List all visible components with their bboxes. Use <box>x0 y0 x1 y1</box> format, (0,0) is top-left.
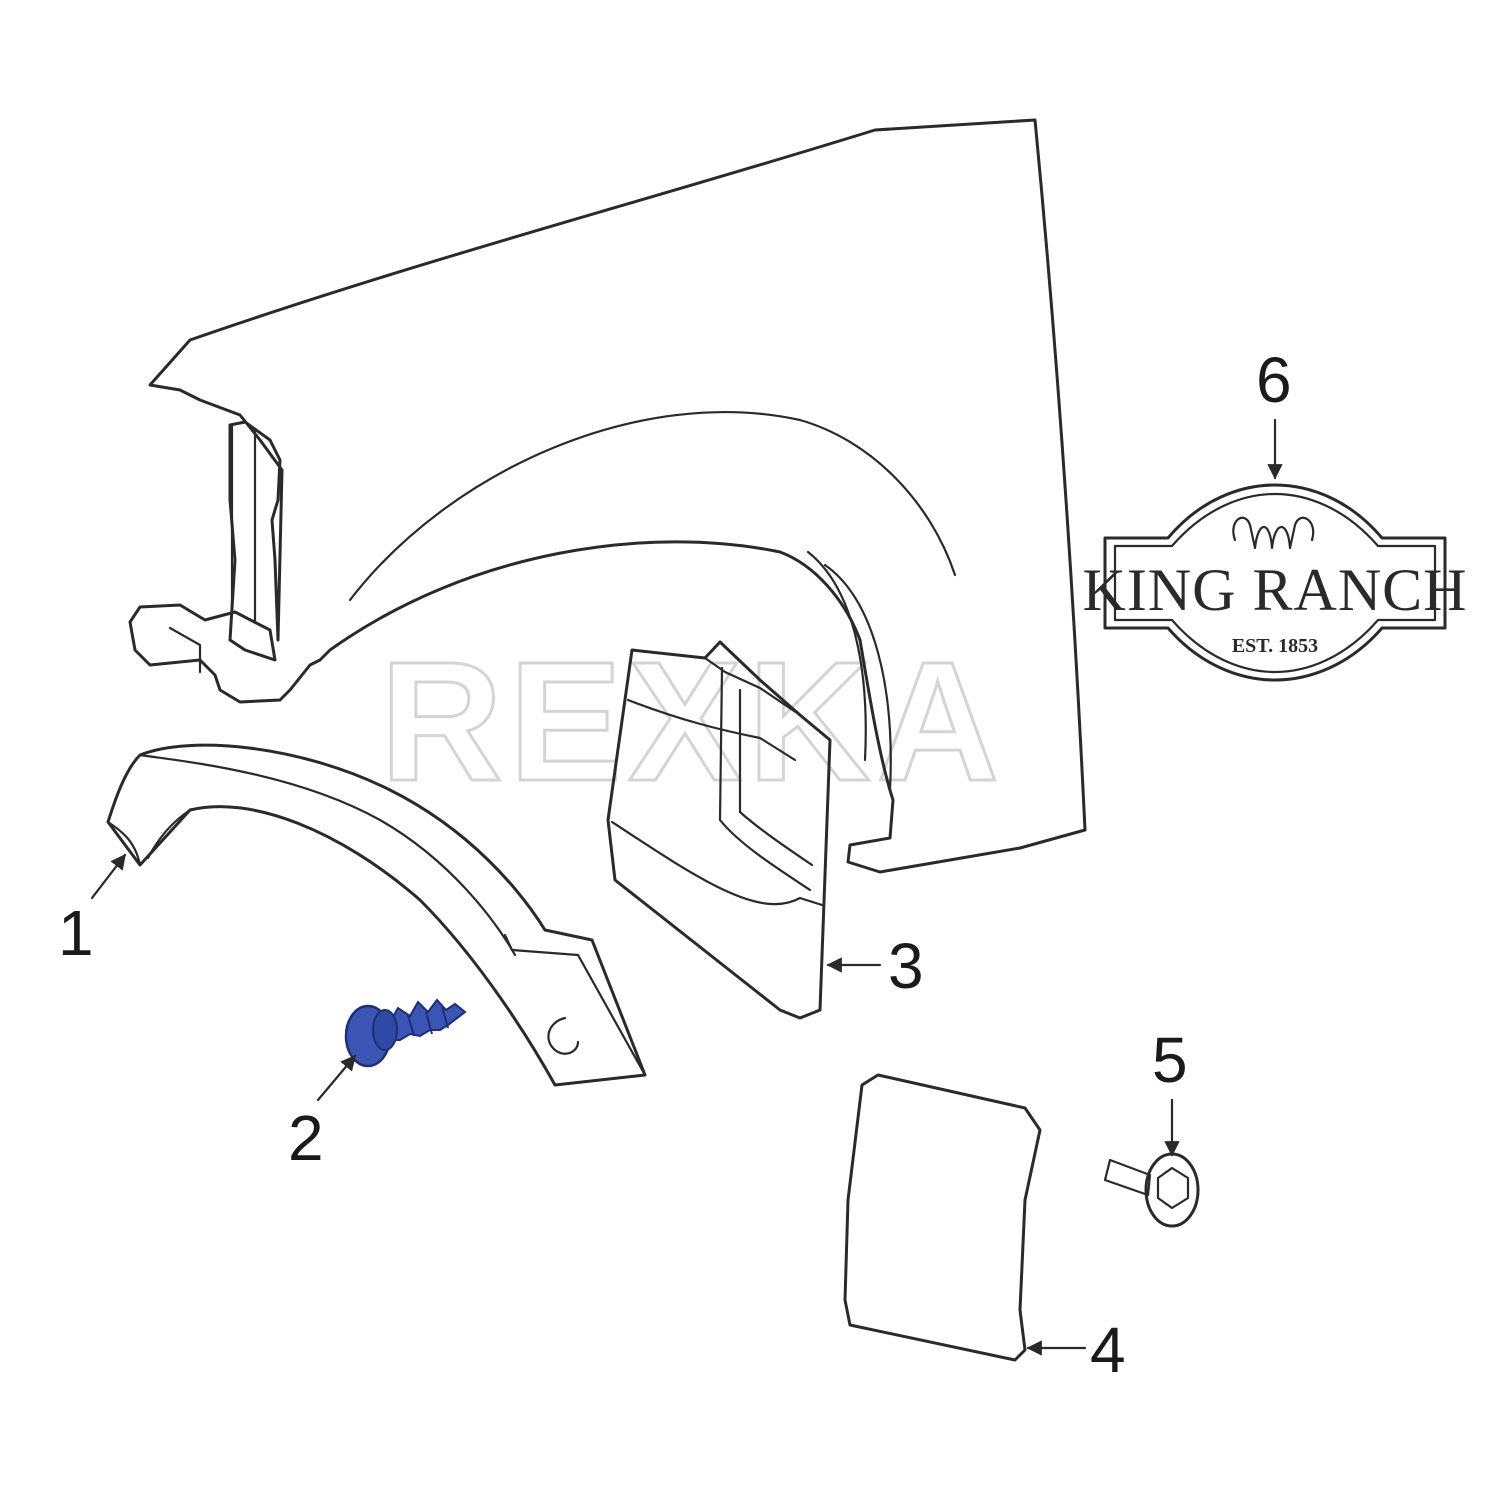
emblem-established: EST. 1853 <box>1232 635 1318 657</box>
part-4-guard-panel[interactable] <box>843 1073 1042 1362</box>
part-5-bolt[interactable] <box>1103 1152 1200 1228</box>
fender-panel <box>128 118 1087 874</box>
part-1-wheel-opening-molding[interactable] <box>106 743 647 1087</box>
callout-3: 3 <box>888 930 924 1002</box>
callout-6: 6 <box>1256 344 1292 416</box>
running-w-brand-icon <box>1232 516 1315 550</box>
part-2-screw[interactable] <box>344 998 467 1068</box>
emblem-name: KING RANCH <box>1083 557 1468 623</box>
arrow-2 <box>316 1054 357 1102</box>
callout-5: 5 <box>1152 1024 1188 1096</box>
callout-1: 1 <box>58 897 94 969</box>
part-6-emblem[interactable]: KING RANCH EST. 1853 <box>1083 483 1468 682</box>
callout-4: 4 <box>1090 1314 1126 1386</box>
callout-2: 2 <box>288 1102 324 1174</box>
part-3-splash-shield[interactable] <box>606 640 832 1020</box>
arrow-1 <box>90 853 127 900</box>
leader-lines <box>90 418 1283 1356</box>
